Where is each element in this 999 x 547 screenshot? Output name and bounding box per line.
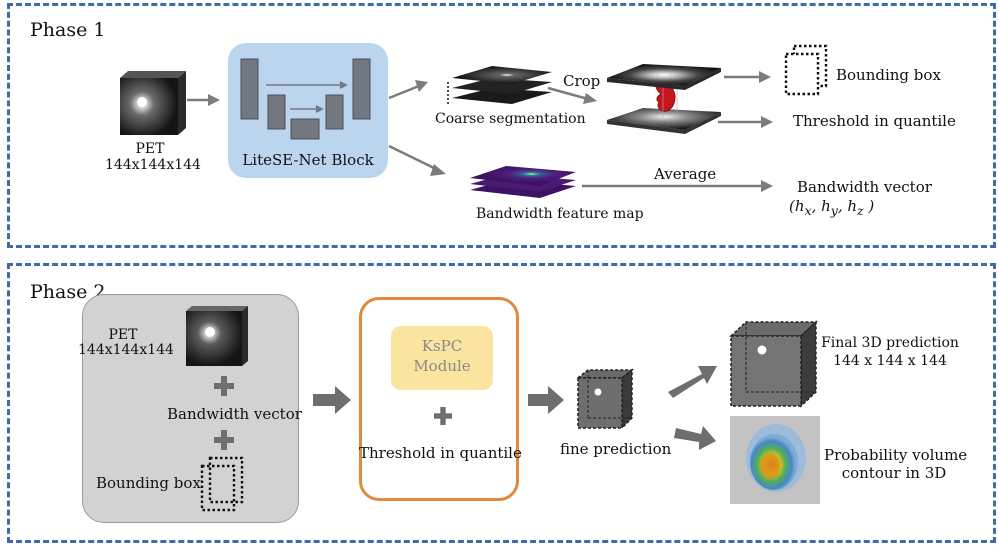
phase2-panel xyxy=(7,263,996,543)
phase2-bounding-box-icon xyxy=(200,456,244,512)
threshold-label: Threshold in quantile xyxy=(793,112,956,130)
litese-net-label: LiteSE-Net Block xyxy=(242,151,374,169)
kspc-module-label-2: Module xyxy=(413,357,471,375)
phase2-threshold-label: Threshold in quantile xyxy=(359,444,522,462)
probability-volume-label-2: contour in 3D xyxy=(841,464,947,482)
plus-icon xyxy=(434,407,452,425)
crop-label: Crop xyxy=(563,72,601,90)
kspc-module-box xyxy=(391,326,493,390)
final-prediction-label-2: 144 x 144 x 144 xyxy=(833,353,947,369)
final-prediction-label-1: Final 3D prediction xyxy=(821,335,959,351)
bounding-box-label: Bounding box xyxy=(836,66,941,84)
pet-label: PET xyxy=(135,141,165,157)
bandwidth-feature-map-label: Bandwidth feature map xyxy=(476,206,644,222)
pet-volume-image xyxy=(120,71,186,135)
phase2-pet-volume-image xyxy=(186,306,248,366)
bandwidth-vector-label: Bandwidth vector xyxy=(797,178,932,196)
pet-dims-label: 144x144x144 xyxy=(105,157,201,173)
plus-icon xyxy=(214,430,234,450)
average-label: Average xyxy=(654,165,717,183)
fine-prediction-label: fine prediction xyxy=(560,440,672,458)
plus-icon xyxy=(214,376,234,396)
phase2-bounding-box-label: Bounding box xyxy=(96,474,201,492)
cropped-tumor-volume xyxy=(607,64,721,134)
phase1-panel xyxy=(7,3,996,248)
probability-volume-image xyxy=(730,416,820,504)
final-prediction-cube xyxy=(729,320,818,408)
unet-diagram xyxy=(240,58,371,140)
fine-prediction-cube xyxy=(576,368,634,430)
phase2-bandwidth-vector-label: Bandwidth vector xyxy=(167,405,302,423)
bounding-box-icon xyxy=(784,44,828,96)
phase2-title: Phase 2 xyxy=(30,281,106,303)
probability-volume-label-1: Probability volume xyxy=(824,446,968,464)
coarse-segmentation-stack xyxy=(447,66,552,104)
bandwidth-feature-map-stack xyxy=(470,166,576,198)
phase2-pet-label: PET xyxy=(108,327,138,343)
phase1-title: Phase 1 xyxy=(30,19,106,41)
bandwidth-formula: (hx, hy, hz ) xyxy=(789,197,875,218)
phase2-pet-dims-label: 144x144x144 xyxy=(78,342,174,358)
coarse-segmentation-label: Coarse segmentation xyxy=(435,111,586,127)
kspc-module-label-1: KsPC xyxy=(421,337,463,355)
